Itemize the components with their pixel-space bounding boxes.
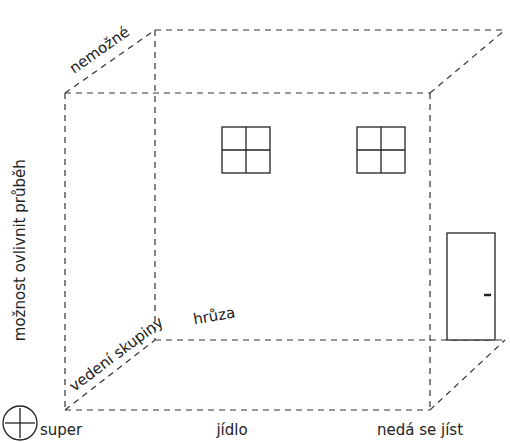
axis-label: vedení skupiny [66, 313, 166, 394]
axis-label: možnost ovlivnit průběh [12, 159, 29, 341]
windows [222, 127, 405, 173]
scale-label: super [40, 422, 82, 439]
corner-label: hrůza [192, 304, 236, 328]
room-edges [65, 30, 505, 410]
door [447, 233, 495, 340]
scale-label: jídlo [216, 422, 247, 439]
axis-label: nemožné [67, 23, 133, 76]
plus-circle [3, 406, 37, 440]
scale-label: nedá se jíst [377, 422, 463, 439]
